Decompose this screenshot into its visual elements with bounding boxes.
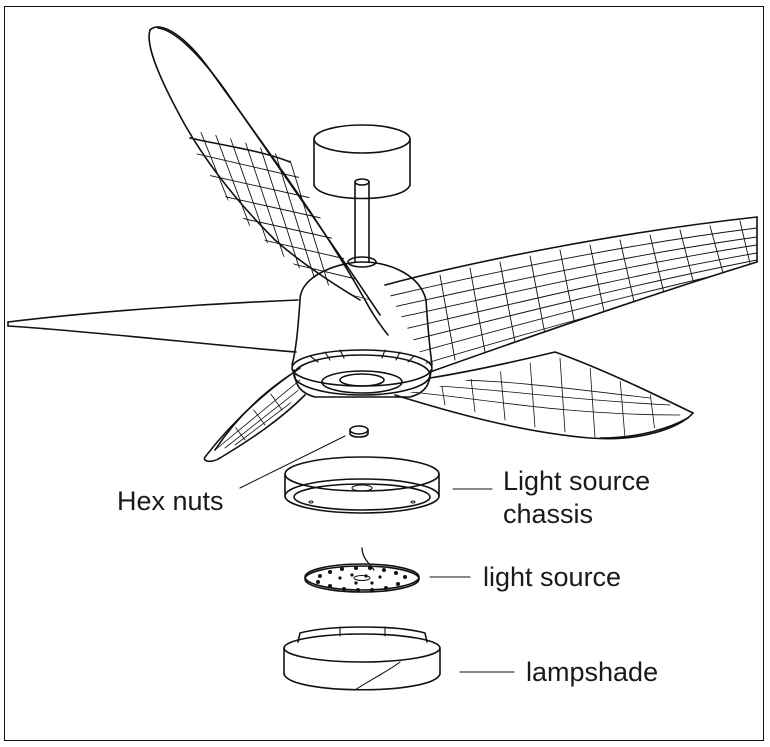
downrod (347, 178, 377, 268)
label-light-source-chassis-line2: chassis (503, 499, 594, 529)
fan-blade-left (7, 299, 299, 353)
hex-nut (349, 425, 369, 438)
led-light-source (304, 547, 420, 593)
ceiling-canopy (313, 124, 411, 200)
motor-housing (291, 261, 433, 398)
fan-blade-upper (148, 26, 389, 336)
label-lampshade: lampshade (526, 657, 659, 687)
fan-blade-lower-left (203, 367, 306, 463)
fan-blade-lower-right (394, 351, 694, 440)
label-hex-nuts: Hex nuts (117, 486, 224, 516)
leader-lines (239, 435, 515, 673)
light-source-chassis (284, 456, 440, 514)
label-light-source: light source (483, 562, 622, 592)
blade-grid-upper (185, 130, 370, 300)
blade-grid-right (389, 220, 757, 366)
lampshade (283, 626, 441, 691)
label-light-source-chassis-line1: Light source (503, 466, 651, 496)
fan-blade-right (384, 216, 758, 373)
leader-hex-nuts (239, 435, 346, 489)
